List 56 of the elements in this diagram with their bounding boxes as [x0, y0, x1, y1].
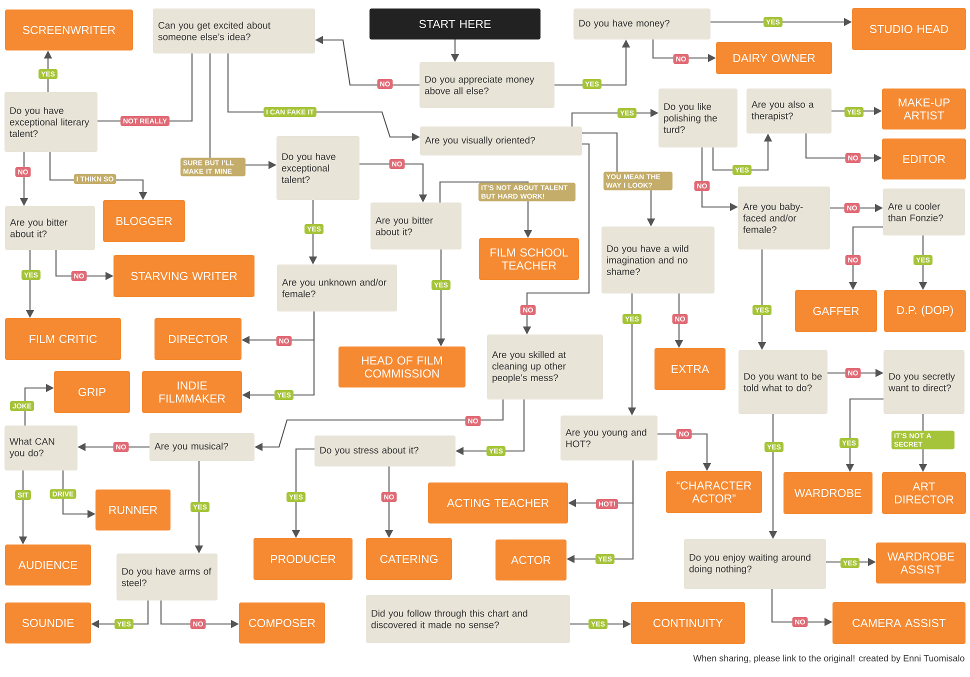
question-box: Do you like polishing the turd?: [658, 88, 738, 148]
result-box: COMPOSER: [239, 602, 325, 644]
result-box: BLOGGER: [103, 200, 185, 242]
result-box: D.P. (DOP): [884, 290, 966, 332]
result-box: STUDIO HEAD: [852, 8, 966, 50]
result-box: “CHARACTER ACTOR”: [666, 471, 762, 513]
start-box: START HERE: [370, 8, 540, 40]
result-box: MAKE-UP ARTIST: [882, 88, 966, 130]
result-box: FILM CRITIC: [5, 318, 121, 360]
result-box: WARDROBE: [784, 472, 872, 514]
result-box: CAMERA ASSIST: [832, 602, 966, 644]
question-box: Are you bitter about it?: [5, 206, 95, 250]
question-box: Do you have exceptional talent?: [276, 136, 360, 200]
result-box: STARVING WRITER: [114, 255, 254, 297]
result-box: CONTINUITY: [631, 602, 745, 644]
result-box: GAFFER: [795, 290, 877, 332]
question-box: Are you also a therapist?: [746, 88, 832, 134]
question-box: Do you have arms of steel?: [116, 554, 218, 600]
question-box: What CAN you do?: [4, 426, 78, 470]
question-box: Do you have exceptional literary talent?: [4, 92, 98, 152]
result-box: EXTRA: [654, 348, 726, 390]
question-box: Do you enjoy waiting around doing nothing?: [684, 539, 826, 589]
result-box: RUNNER: [96, 490, 170, 530]
question-box: Are you baby-faced and/or female?: [738, 186, 830, 250]
question-box: Are you young and HOT?: [560, 416, 658, 460]
result-box: WARDROBE ASSIST: [876, 542, 966, 584]
result-box: PRODUCER: [254, 538, 352, 580]
result-box: CATERING: [366, 538, 452, 580]
credit-note: When sharing, please link to the original! created by Enni Tuomisalo: [693, 654, 964, 664]
question-box: Do you want to be told what to do?: [738, 350, 828, 414]
result-box: EDITOR: [882, 138, 966, 180]
result-box: DAIRY OWNER: [716, 42, 832, 74]
question-box: Do you stress about it?: [314, 436, 456, 466]
question-box: Do you have money?: [574, 8, 710, 40]
result-box: HEAD OF FILM COMMISSION: [338, 346, 466, 388]
result-box: GRIP: [54, 371, 130, 413]
question-box: Are you skilled at cleaning up other people’s mess?: [487, 334, 603, 400]
result-box: ACTING TEACHER: [428, 482, 568, 524]
question-box: Do you appreciate money above all else?: [420, 62, 554, 108]
question-box: Are u cooler than Fonzie?: [883, 188, 965, 236]
result-box: ACTOR: [496, 540, 566, 580]
question-box: Can you get excited about someone else’s idea?: [153, 8, 315, 54]
question-box: Are you visually oriented?: [420, 126, 582, 156]
result-box: FILM SCHOOL TEACHER: [479, 238, 579, 280]
question-box: Do you secretly want to direct?: [884, 350, 964, 414]
result-box: SCREENWRITER: [5, 10, 133, 50]
question-box: Are you musical?: [150, 433, 254, 461]
result-box: AUDIENCE: [5, 544, 91, 586]
question-box: Are you bitter about it?: [370, 202, 462, 250]
question-box: Are you unknown and/or female?: [277, 264, 397, 312]
question-box: Did you follow through this chart and discovered it made no sense?: [366, 595, 570, 643]
question-box: Do you have a wild imagination and no shame?: [602, 226, 714, 294]
result-box: INDIE FILMMAKER: [142, 371, 242, 413]
result-box: SOUNDIE: [5, 602, 91, 644]
result-box: ART DIRECTOR: [882, 472, 966, 514]
result-box: DIRECTOR: [154, 318, 242, 360]
